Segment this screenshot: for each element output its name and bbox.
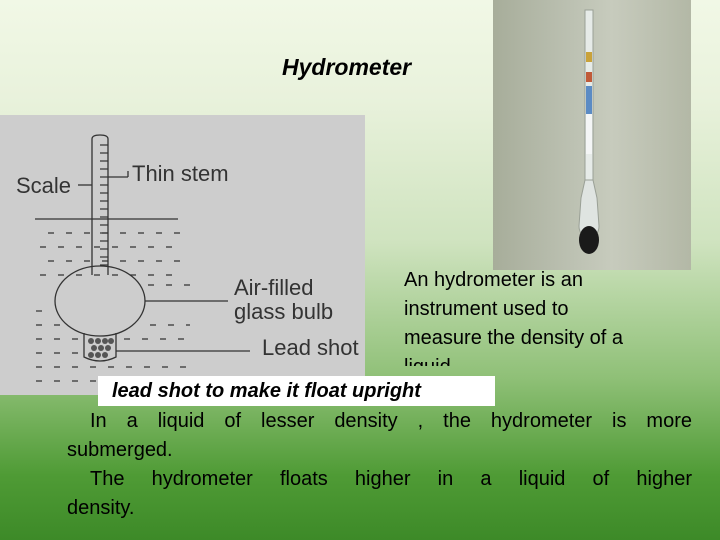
description-text: An hydrometer is an instrument used to m… (404, 266, 704, 366)
description-line: liquid (404, 353, 704, 366)
description-line: instrument used to (404, 298, 569, 320)
paragraph-lesser-density-line1: In a liquid of lesser density , the hydr… (90, 410, 692, 432)
hydrometer-diagram-svg: Scale Thin stem Air-filled glass bulb Le… (16, 134, 359, 382)
slide-title: Hydrometer (282, 54, 412, 80)
description-line: An hydrometer is an (404, 269, 583, 291)
paragraph-higher-density-line2: density. (67, 497, 135, 519)
paragraph-lesser-density-line2: submerged. (67, 439, 173, 461)
hydrometer-diagram: Scale Thin stem Air-filled glass bulb Le… (0, 115, 365, 395)
label-bulb-line1: Air-filled (234, 275, 313, 300)
label-bulb-line2: glass bulb (234, 299, 333, 324)
paragraph-higher-density-line1: The hydrometer floats higher in a liquid… (90, 468, 692, 490)
label-scale: Scale (16, 173, 71, 198)
description-line: measure the density of a (404, 327, 624, 349)
hydrometer-photo (493, 0, 691, 270)
upright-note: lead shot to make it float upright (98, 376, 495, 406)
label-thin-stem: Thin stem (132, 161, 229, 186)
hydrometer-photo-svg (578, 9, 600, 254)
label-lead-shot: Lead shot (262, 335, 359, 360)
